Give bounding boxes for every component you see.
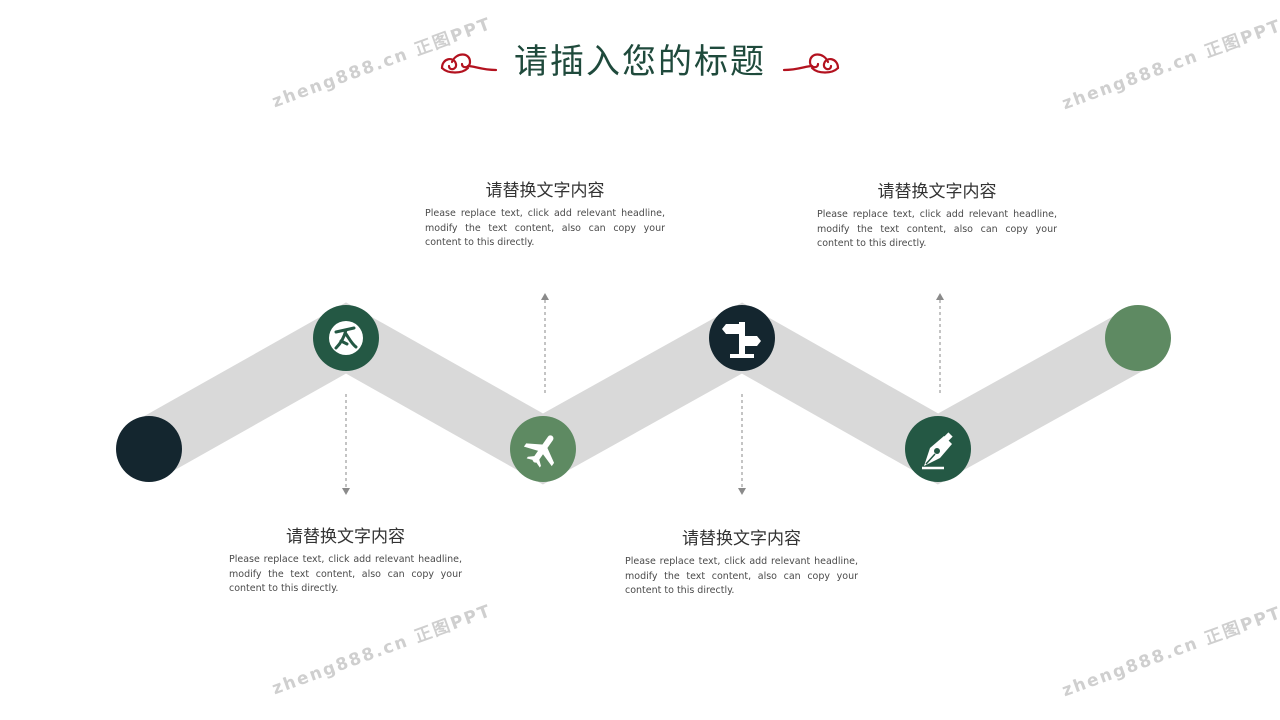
grain-icon [329, 321, 363, 355]
cloud-ornament-left-icon [440, 53, 498, 74]
block-body: Please replace text, click add relevant … [229, 554, 462, 594]
text-block-4: 请替换文字内容 Please replace text, click add r… [817, 177, 1057, 252]
block-body: Please replace text, click add relevant … [625, 556, 858, 596]
block-body: Please replace text, click add relevant … [425, 208, 665, 248]
timeline-node-start [116, 416, 182, 482]
block-heading: 请替换文字内容 [877, 182, 997, 202]
title-group: 请插入您的标题 [438, 28, 842, 84]
arrowhead-up-1 [541, 293, 549, 300]
block-heading: 请替换文字内容 [286, 527, 405, 547]
cloud-ornament-right-icon [782, 53, 840, 74]
text-block-3: 请替换文字内容 Please replace text, click add r… [625, 524, 858, 599]
pen-nib-icon [922, 432, 953, 470]
block-heading: 请替换文字内容 [485, 181, 605, 201]
page-title: 请插入您的标题 [514, 42, 766, 82]
zigzag-band [133, 302, 1154, 485]
text-block-1: 请替换文字内容 Please replace text, click add r… [229, 522, 462, 597]
arrowhead-up-2 [936, 293, 944, 300]
text-block-2: 请替换文字内容 Please replace text, click add r… [425, 176, 665, 251]
arrowhead-down-2 [738, 488, 746, 495]
arrowhead-down-1 [342, 488, 350, 495]
timeline-node-1 [313, 305, 379, 371]
signpost-icon [722, 322, 761, 358]
block-heading: 请替换文字内容 [682, 529, 801, 549]
timeline-node-end [1105, 305, 1171, 371]
airplane-icon [523, 435, 555, 468]
timeline-node-3 [709, 305, 775, 371]
timeline-node-4 [905, 416, 971, 482]
block-body: Please replace text, click add relevant … [817, 209, 1057, 249]
timeline-node-2 [510, 416, 576, 482]
